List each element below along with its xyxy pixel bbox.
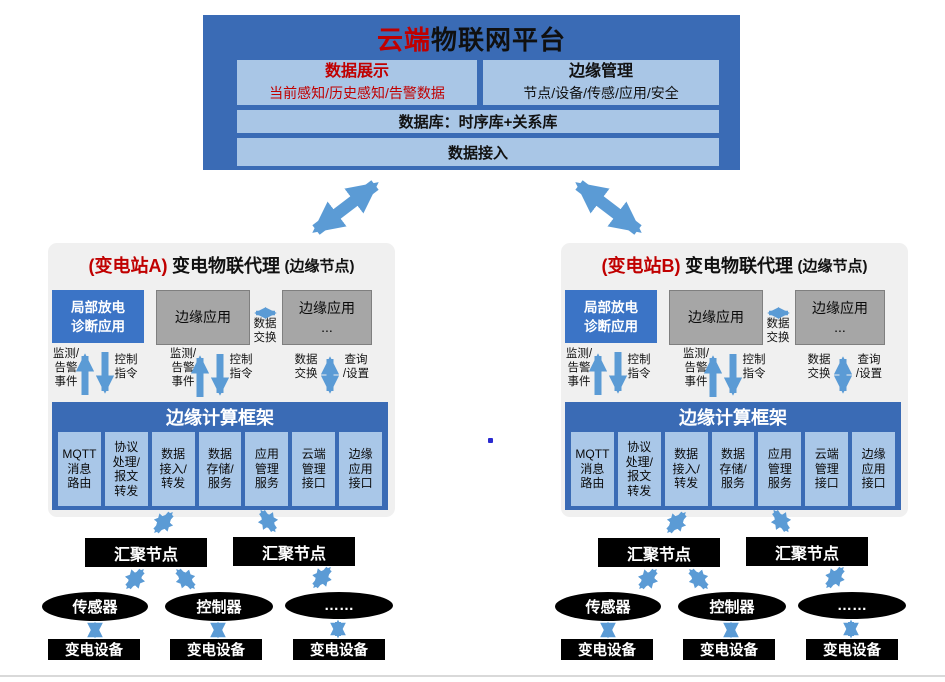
edge-management-subtitle: 节点/设备/传感/应用/安全 xyxy=(523,85,679,101)
station-b-name: (变电站B) xyxy=(601,256,681,276)
pd-diagnosis-app-box: 局部放电 诊断应用 xyxy=(52,290,144,343)
more-devices-ellipse: …… xyxy=(798,592,906,619)
cloud-title-rest: 物联网平台 xyxy=(431,24,567,55)
sensor-ellipse: 传感器 xyxy=(555,592,661,621)
module-mqtt-routing: MQTT 消息 路由 xyxy=(571,432,614,506)
sensor-ellipse: 传感器 xyxy=(42,592,148,621)
controller-ellipse: 控制器 xyxy=(678,592,786,621)
cloud-station-a-arrow xyxy=(312,180,379,235)
cloud-station-b-arrow xyxy=(575,180,642,235)
module-data-ingest: 数据 接入/ 转发 xyxy=(664,432,708,506)
control-cmd-label: 控制 指令 xyxy=(229,354,253,380)
control-cmd-label: 控制 指令 xyxy=(742,354,766,380)
aggregation-node-box: 汇聚节点 xyxy=(233,537,355,566)
cloud-platform-box: 云端物联网平台 数据展示 当前感知/历史感知/告警数据 边缘管理 节点/设备/传… xyxy=(203,15,740,170)
station-a-node-suffix: (边缘节点) xyxy=(284,257,355,275)
station-b: (变电站B) 变电物联代理 (边缘节点) 局部放电 诊断应用 边缘应用 数据 交… xyxy=(555,243,908,663)
station-b-agent-title: 变电物联代理 xyxy=(685,256,793,276)
aggregation-node-box: 汇聚节点 xyxy=(746,537,868,566)
aggregation-node-box: 汇聚节点 xyxy=(85,538,207,567)
stray-dot xyxy=(488,438,493,443)
data-exchange-label: 数据 交换 xyxy=(807,354,831,380)
data-access-box: 数据接入 xyxy=(237,138,719,166)
control-cmd-label: 控制 指令 xyxy=(627,354,651,380)
substation-equipment-box: 变电设备 xyxy=(293,639,385,660)
edge-computing-framework-box: 边缘计算框架 MQTT 消息 路由 协议 处理/ 报文 转发 数据 接入/ 转发… xyxy=(565,402,901,510)
monitor-events-label: 监测/ 告警 事件 xyxy=(52,348,80,388)
aggregation-node-box: 汇聚节点 xyxy=(598,538,720,567)
framework-title: 边缘计算框架 xyxy=(679,408,787,428)
edge-app-more-box: 边缘应用 ... xyxy=(282,290,372,345)
module-cloud-interface: 云端 管理 接口 xyxy=(292,432,336,506)
station-b-node-suffix: (边缘节点) xyxy=(797,257,868,275)
station-b-header: (变电站B) 变电物联代理 (边缘节点) xyxy=(561,252,908,278)
query-set-label: 查询 /设置 xyxy=(342,354,370,380)
more-devices-ellipse: …… xyxy=(285,592,393,619)
module-app-management: 应用 管理 服务 xyxy=(245,432,289,506)
module-protocol-forwarding: 协议 处理/ 报文 转发 xyxy=(104,432,148,506)
data-display-title: 数据展示 xyxy=(324,63,389,80)
edge-computing-framework-box: 边缘计算框架 MQTT 消息 路由 协议 处理/ 报文 转发 数据 接入/ 转发… xyxy=(52,402,388,510)
bottom-divider xyxy=(0,675,945,677)
substation-equipment-box: 变电设备 xyxy=(683,639,775,660)
framework-modules: MQTT 消息 路由 协议 处理/ 报文 转发 数据 接入/ 转发 数据 存储/… xyxy=(52,432,388,506)
module-data-storage: 数据 存储/ 服务 xyxy=(198,432,242,506)
cloud-title-red: 云端 xyxy=(376,24,431,55)
station-a-header: (变电站A) 变电物联代理 (边缘节点) xyxy=(48,252,395,278)
substation-equipment-box: 变电设备 xyxy=(806,639,898,660)
edge-app-more-box: 边缘应用 ... xyxy=(795,290,885,345)
framework-title: 边缘计算框架 xyxy=(166,408,274,428)
edge-app-box: 边缘应用 xyxy=(669,290,763,345)
data-exchange-label-horizontal: 数据 交换 xyxy=(766,318,790,344)
edge-app-box: 边缘应用 xyxy=(156,290,250,345)
edge-management-box: 边缘管理 节点/设备/传感/应用/安全 xyxy=(483,60,719,105)
control-cmd-label: 控制 指令 xyxy=(114,354,138,380)
substation-equipment-box: 变电设备 xyxy=(170,639,262,660)
data-exchange-label-horizontal: 数据 交换 xyxy=(253,318,277,344)
station-a-name: (变电站A) xyxy=(88,256,168,276)
station-a: (变电站A) 变电物联代理 (边缘节点) 局部放电 诊断应用 边缘应用 数据 交… xyxy=(42,243,395,663)
pd-diagnosis-app-box: 局部放电 诊断应用 xyxy=(565,290,657,343)
station-a-agent-title: 变电物联代理 xyxy=(172,256,280,276)
monitor-events-label: 监测/ 告警 事件 xyxy=(682,348,710,388)
module-app-management: 应用 管理 服务 xyxy=(758,432,802,506)
cloud-platform-title: 云端物联网平台 xyxy=(203,20,740,56)
database-box: 数据库：时序库+关系库 xyxy=(237,110,719,133)
module-data-storage: 数据 存储/ 服务 xyxy=(711,432,755,506)
substation-equipment-box: 变电设备 xyxy=(48,639,140,660)
module-edge-app-interface: 边缘 应用 接口 xyxy=(852,432,896,506)
module-mqtt-routing: MQTT 消息 路由 xyxy=(58,432,101,506)
module-edge-app-interface: 边缘 应用 接口 xyxy=(339,432,383,506)
module-data-ingest: 数据 接入/ 转发 xyxy=(151,432,195,506)
data-display-box: 数据展示 当前感知/历史感知/告警数据 xyxy=(237,60,477,105)
query-set-label: 查询 /设置 xyxy=(855,354,883,380)
monitor-events-label: 监测/ 告警 事件 xyxy=(169,348,197,388)
controller-ellipse: 控制器 xyxy=(165,592,273,621)
monitor-events-label: 监测/ 告警 事件 xyxy=(565,348,593,388)
substation-equipment-box: 变电设备 xyxy=(561,639,653,660)
module-protocol-forwarding: 协议 处理/ 报文 转发 xyxy=(617,432,661,506)
data-exchange-label: 数据 交换 xyxy=(294,354,318,380)
edge-management-title: 边缘管理 xyxy=(568,63,633,80)
data-display-subtitle: 当前感知/历史感知/告警数据 xyxy=(269,85,445,101)
module-cloud-interface: 云端 管理 接口 xyxy=(805,432,849,506)
framework-modules: MQTT 消息 路由 协议 处理/ 报文 转发 数据 接入/ 转发 数据 存储/… xyxy=(565,432,901,506)
